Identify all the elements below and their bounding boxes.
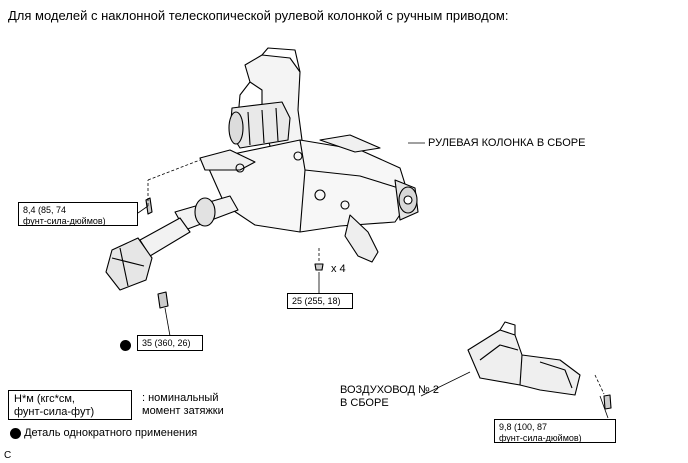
torque-value: 25 (255, 18) [292, 296, 341, 306]
torque-unit: фунт-сила-дюймов) [499, 433, 582, 443]
torque-unit: фунт-сила-дюймов) [23, 216, 106, 226]
corner-code: C [4, 450, 12, 461]
duct-bolt [603, 394, 612, 410]
legend-units-line1: Н*м (кгс*см, [14, 393, 75, 405]
joint-bolt [157, 291, 169, 309]
torque-box-duct: 9,8 (100, 87 фунт-сила-дюймов) [494, 419, 616, 443]
legend-desc-line2: момент затяжки [142, 405, 224, 417]
legend-single-use-text: Деталь однократного применения [24, 427, 198, 439]
bolt-left [145, 197, 153, 215]
nut-center [314, 263, 324, 271]
air-duct-label-line1: ВОЗДУХОВОД № 2 [340, 384, 440, 396]
torque-box-joint-bolt: 35 (360, 26) [137, 335, 203, 351]
legend-units-description: : номинальный момент затяжки [142, 392, 224, 418]
single-use-marker [120, 337, 131, 355]
single-use-icon [10, 427, 21, 439]
legend-single-use: Деталь однократного применения [10, 427, 197, 440]
torque-value: 35 (360, 26) [142, 338, 191, 348]
legend-units-line2: фунт-сила-фут) [14, 406, 95, 418]
tilt-lever [344, 214, 379, 263]
air-duct-label: ВОЗДУХОВОД № 2 В СБОРЕ [340, 384, 439, 410]
single-use-icon [120, 340, 131, 352]
air-duct [467, 329, 581, 396]
torque-value: 8,4 (85, 74 [23, 205, 67, 215]
legend-units-box: Н*м (кгс*см, фунт-сила-фут) [8, 390, 132, 420]
steering-column-label: РУЛЕВАЯ КОЛОНКА В СБОРЕ [428, 137, 586, 149]
legend-desc-line1: : номинальный [142, 392, 219, 404]
torque-box-bolt-left: 8,4 (85, 74 фунт-сила-дюймов) [18, 202, 138, 226]
air-duct-label-line2: В СБОРЕ [340, 397, 389, 409]
torque-value: 9,8 (100, 87 [499, 422, 548, 432]
universal-joint [105, 237, 153, 291]
torque-box-nut-center: 25 (255, 18) [287, 293, 353, 309]
page-heading: Для моделей с наклонной телескопической … [8, 8, 509, 23]
quantity-label: x 4 [331, 263, 346, 275]
